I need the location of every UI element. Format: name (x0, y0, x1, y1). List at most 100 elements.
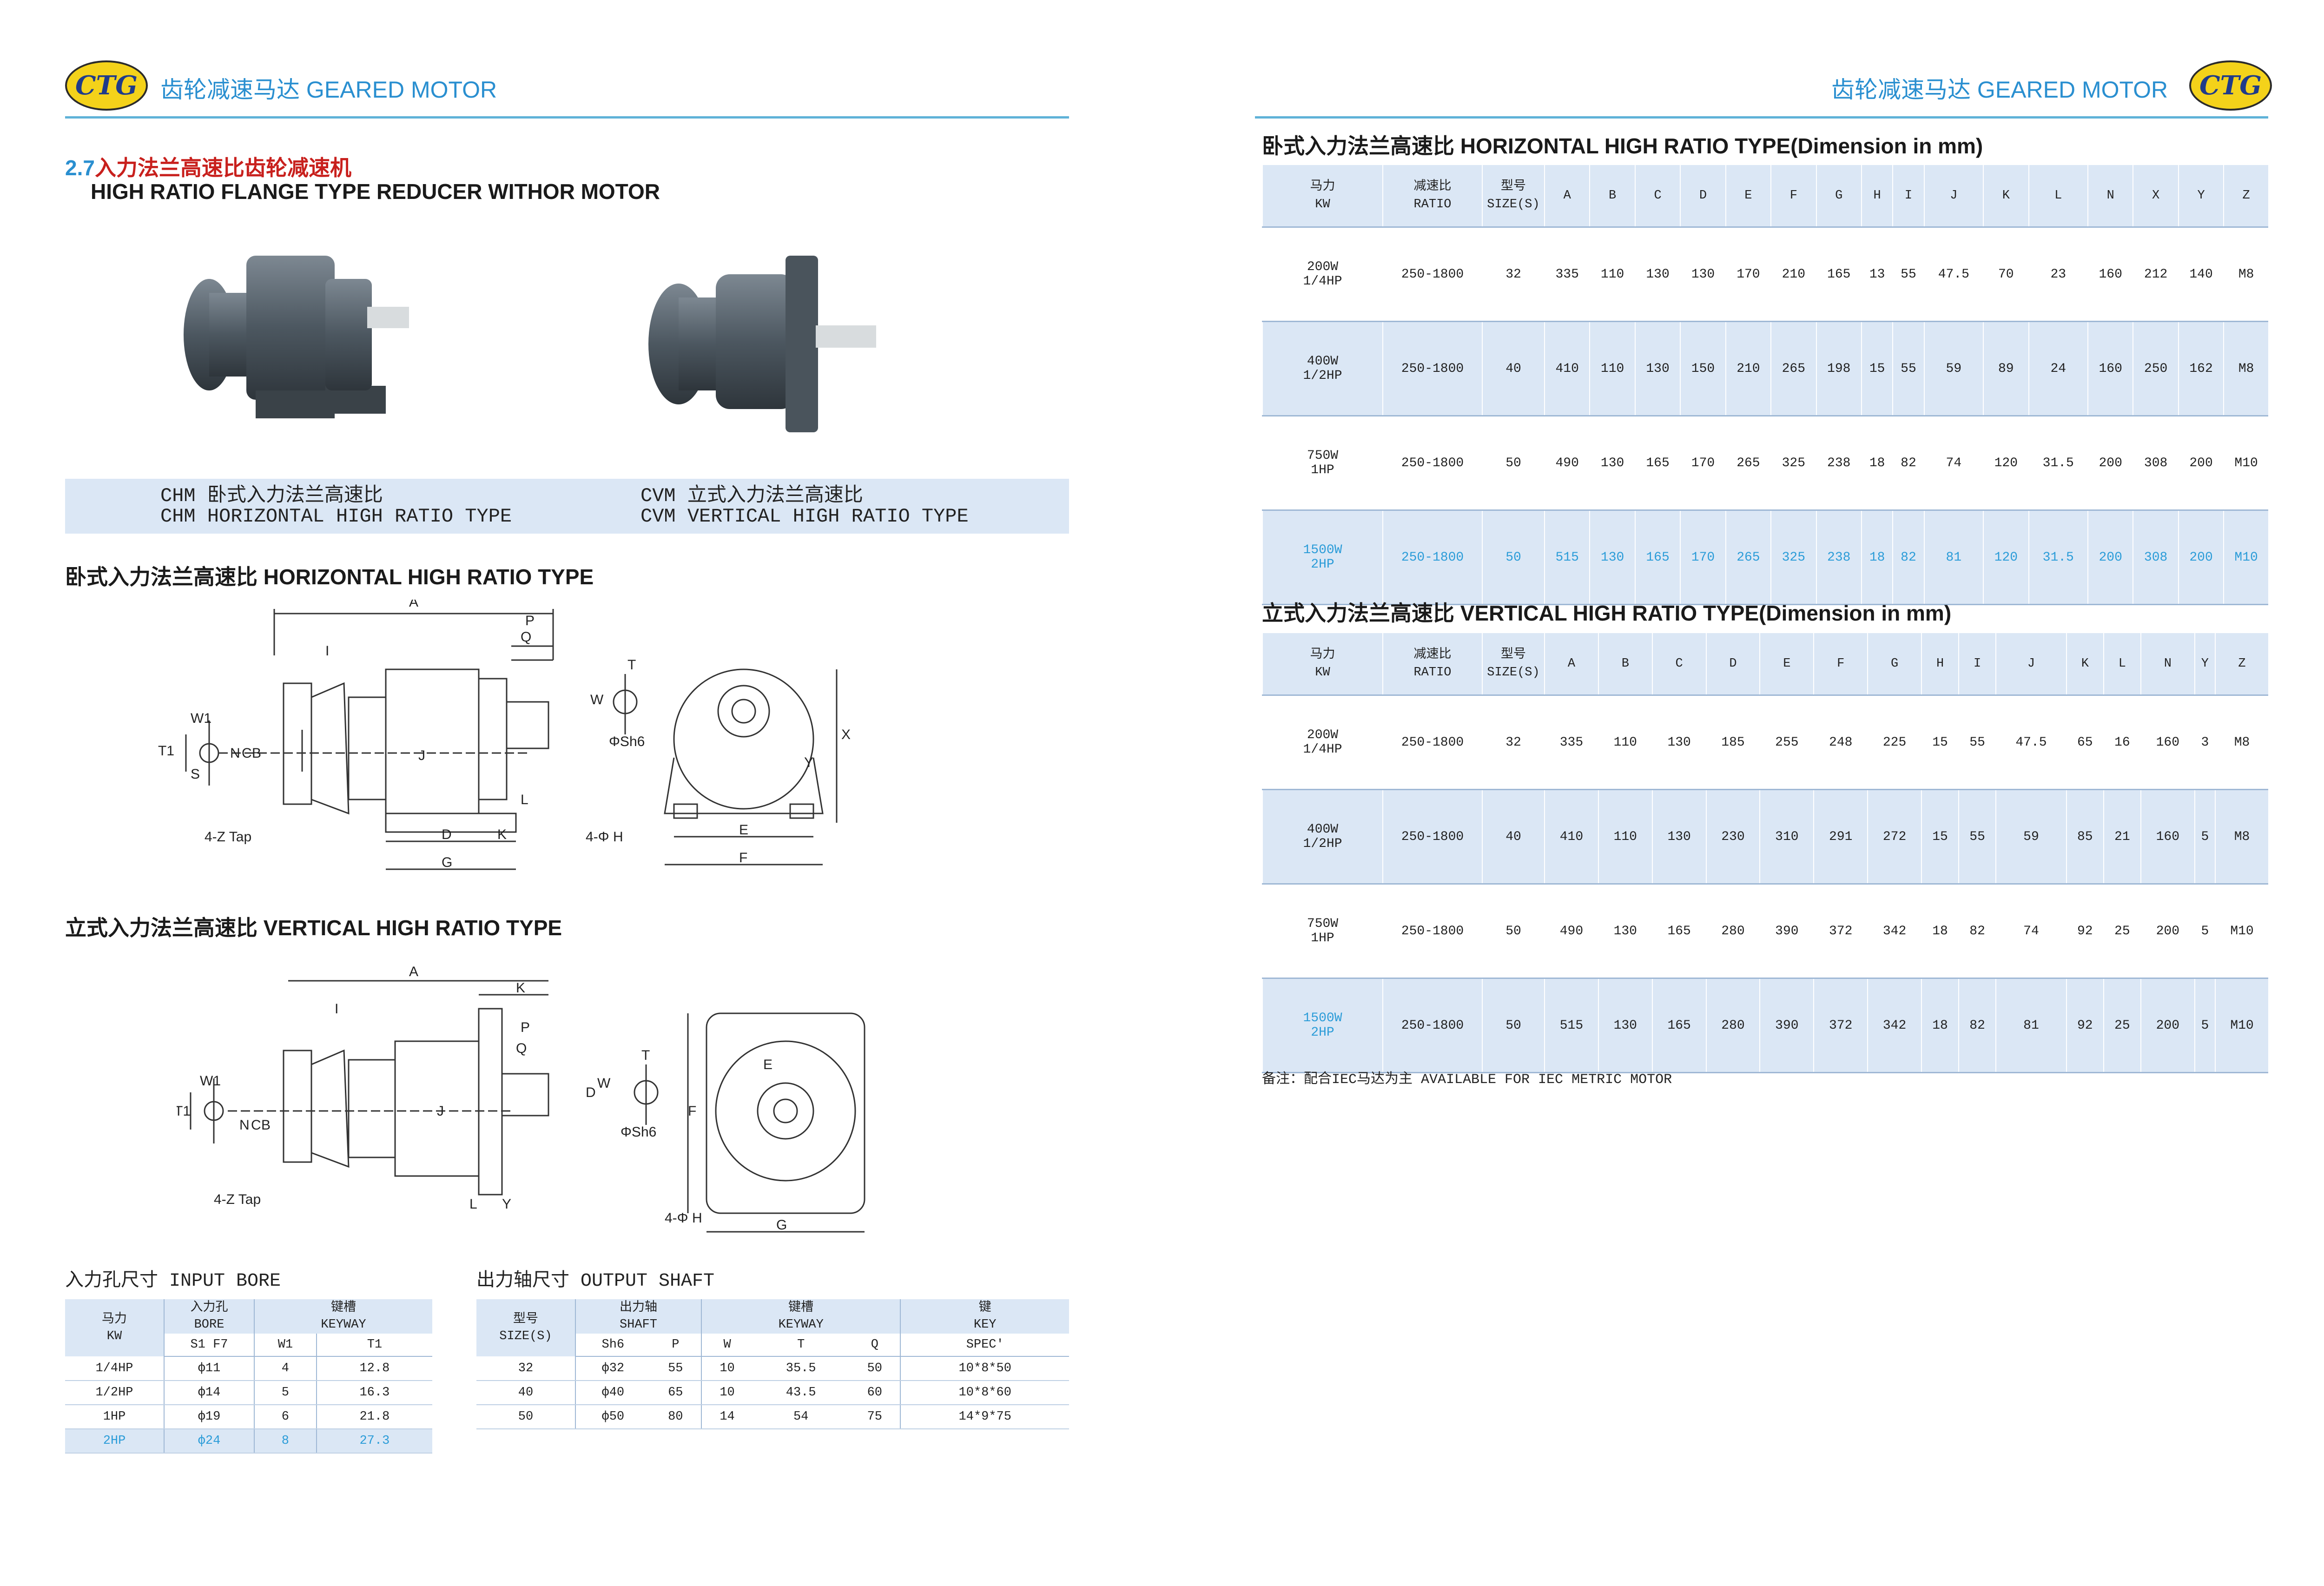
table-cell: M8 (2223, 227, 2268, 322)
table-cell: 198 (1816, 321, 1862, 416)
svg-text:W1: W1 (191, 711, 211, 726)
svg-text:G: G (442, 855, 452, 870)
table-cell: 24 (2028, 321, 2088, 416)
table-cell: 70 (1983, 227, 2029, 322)
table-cell: 160 (2140, 695, 2195, 790)
table-cell: 74 (1995, 884, 2067, 979)
table-cell: 110 (1589, 321, 1635, 416)
table-cell: 47.5 (1923, 227, 1984, 322)
table-cell: 291 (1813, 789, 1868, 885)
table-cell: 390 (1759, 978, 1814, 1073)
cvm-caption: CVM 立式入力法兰高速比 CVM VERTICAL HIGH RATIO TY… (640, 485, 969, 528)
svg-text:K: K (516, 980, 525, 996)
svg-text:B: B (252, 746, 261, 761)
table-cell: 165 (1651, 884, 1706, 979)
col-header: L (2103, 633, 2141, 696)
table-cell: 250-1800 (1382, 884, 1482, 979)
col-header: X (2133, 165, 2179, 228)
section-heading: 2.7入力法兰高速比齿轮减速机 (65, 156, 351, 180)
input-bore-title: 入力孔尺寸 INPUT BORE (65, 1271, 281, 1292)
horizontal-drawing-title: 卧式入力法兰高速比 HORIZONTAL HIGH RATIO TYPE (65, 565, 594, 589)
svg-text:B: B (261, 1117, 271, 1133)
table-cell: 200 (2178, 416, 2224, 511)
table-cell: 50 (1482, 978, 1545, 1073)
table-cell: 210 (1725, 321, 1771, 416)
table-cell: 130 (1651, 789, 1706, 885)
vertical-dimension-drawing: A K P Q D J L Y I N C B W1 T1 4-Z Tap T … (177, 964, 865, 1233)
table-cell: 5 (2194, 884, 2216, 979)
table-cell: 110 (1589, 227, 1635, 322)
col-header: A (1544, 633, 1598, 696)
table-cell: M8 (2223, 321, 2268, 416)
table-cell: 59 (1995, 789, 2067, 885)
svg-text:L: L (469, 1196, 477, 1212)
svg-text:P: P (525, 613, 535, 628)
col-header: D (1705, 633, 1760, 696)
col-header: N (2087, 165, 2133, 228)
table-cell: 47.5 (1995, 695, 2067, 790)
svg-text:N: N (230, 746, 240, 761)
table-cell: 250-1800 (1382, 789, 1482, 885)
table-cell: 23 (2028, 227, 2088, 322)
col-header: B (1589, 165, 1635, 228)
vertical-drawing-title: 立式入力法兰高速比 VERTICAL HIGH RATIO TYPE (65, 916, 562, 940)
section-subtitle: HIGH RATIO FLANGE TYPE REDUCER WITHOR MO… (91, 179, 660, 204)
table-cell: 250-1800 (1382, 416, 1482, 511)
svg-text:ΦSh6: ΦSh6 (609, 734, 645, 749)
table-cell: 32 (1482, 227, 1545, 322)
header-title-left: 齿轮减速马达 GEARED MOTOR (160, 77, 497, 103)
table-cell: 130 (1589, 510, 1635, 605)
table-cell: 18 (1921, 978, 1959, 1073)
table-cell: 31.5 (2028, 416, 2088, 511)
table-cell: 81 (1923, 510, 1984, 605)
table-cell: 342 (1867, 884, 1922, 979)
col-header: N (2140, 633, 2195, 696)
table-cell: 82 (1958, 978, 1996, 1073)
svg-text:E: E (763, 1057, 772, 1072)
table-cell: 160 (2087, 321, 2133, 416)
table-cell: 55 (1892, 227, 1924, 322)
table-cell: 18 (1921, 884, 1959, 979)
table-cell: 490 (1544, 416, 1590, 511)
table-cell: 265 (1725, 510, 1771, 605)
table-cell: 21 (2103, 789, 2141, 885)
svg-text:W: W (590, 692, 604, 707)
svg-text:F: F (739, 850, 747, 866)
table-cell: 150 (1680, 321, 1726, 416)
table-cell: 238 (1816, 416, 1862, 511)
table-cell: 55 (1958, 695, 1996, 790)
table-cell: 110 (1598, 789, 1652, 885)
svg-text:ΦSh6: ΦSh6 (621, 1124, 656, 1140)
table-cell: 15 (1921, 695, 1959, 790)
table-cell: 55 (1892, 321, 1924, 416)
table-cell: 160 (2087, 227, 2133, 322)
svg-text:K: K (497, 827, 507, 842)
col-header: A (1544, 165, 1590, 228)
table-cell: 248 (1813, 695, 1868, 790)
table-cell: 130 (1634, 321, 1681, 416)
svg-text:E: E (739, 822, 748, 838)
table-cell: 25 (2103, 884, 2141, 979)
table-cell: 372 (1813, 978, 1868, 1073)
ctg-logo: CTG (2189, 60, 2272, 111)
col-header: E (1725, 165, 1771, 228)
svg-text:I: I (325, 643, 329, 659)
table-cell: 120 (1983, 416, 2029, 511)
svg-text:T1: T1 (177, 1104, 191, 1119)
col-header: Y (2194, 633, 2216, 696)
svg-text:P: P (521, 1020, 530, 1035)
output-shaft-title: 出力轴尺寸 OUTPUT SHAFT (476, 1271, 715, 1292)
table-cell: 490 (1544, 884, 1598, 979)
